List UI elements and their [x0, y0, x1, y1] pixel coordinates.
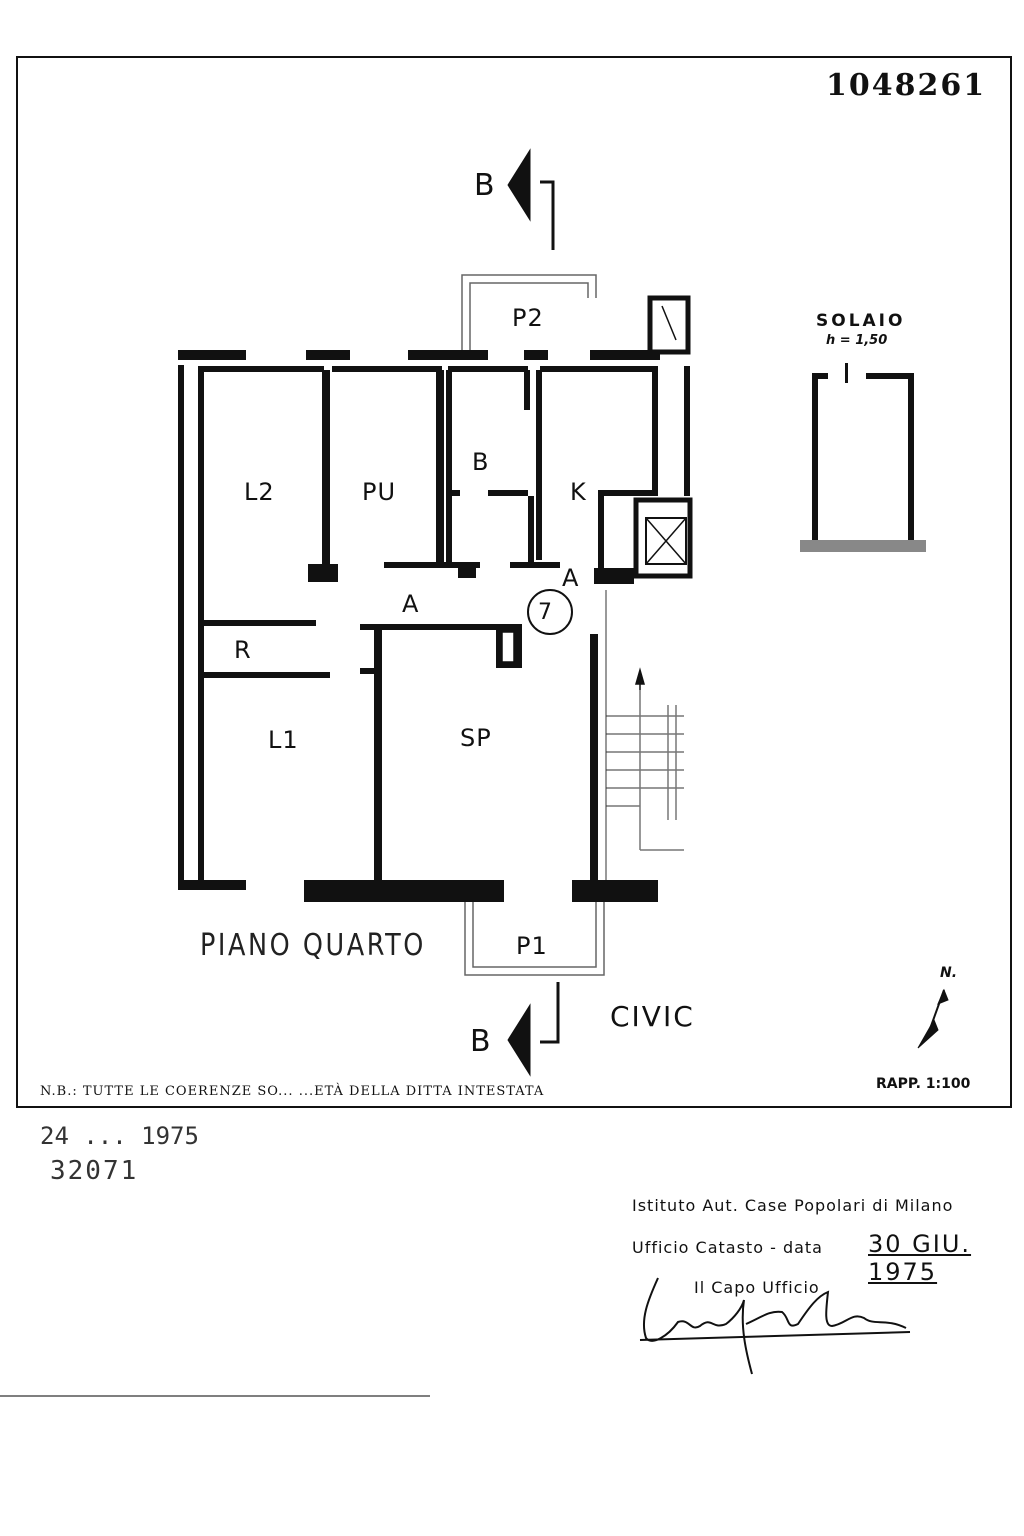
balcony-p1	[464, 900, 605, 976]
duct	[647, 295, 691, 355]
section-label-top: B	[474, 168, 495, 203]
solaio-title: SOLAIO	[816, 311, 906, 331]
staircase	[605, 590, 684, 880]
civic-label: CIVIC	[610, 1000, 695, 1033]
interior-walls	[198, 370, 658, 884]
room-label-a-entry: A	[562, 564, 580, 592]
cadastre-date: 30 GIU. 1975	[868, 1230, 972, 1286]
signature	[639, 1277, 911, 1375]
coherence-note: N.B.: TUTTE LE COERENZE SO... ...ETÀ DEL…	[40, 1084, 545, 1099]
room-label-k: K	[570, 478, 587, 506]
lift-shaft	[633, 497, 693, 579]
room-label-l1: L1	[268, 726, 299, 754]
north-arrow	[917, 988, 949, 1049]
solaio-section	[800, 363, 926, 552]
exterior-walls	[178, 350, 690, 902]
room-label-sp: SP	[460, 724, 492, 752]
room-label-pu: PU	[362, 478, 397, 506]
section-arrow-top	[507, 148, 555, 250]
office-head-label: Il Capo Ufficio	[694, 1278, 820, 1297]
scale-label: RAPP. 1:100	[876, 1076, 971, 1092]
section-label-bottom: B	[470, 1024, 491, 1059]
drawing-sheet-border	[16, 56, 1012, 1108]
section-arrow-bottom	[507, 982, 560, 1077]
solaio-height: h = 1,50	[826, 333, 888, 348]
room-label-p1: P1	[516, 932, 548, 960]
room-label-b: B	[472, 448, 490, 476]
room-label-l2: L2	[244, 478, 275, 506]
room-label-p2: P2	[512, 304, 544, 332]
room-label-r: R	[234, 636, 252, 664]
room-label-a-hall: A	[402, 590, 420, 618]
cadastre-office-label: Ufficio Catasto - data	[632, 1238, 823, 1257]
balcony-p2	[461, 274, 597, 352]
apartment-number-circle	[527, 589, 573, 635]
floor-label: PIANO QUARTO	[200, 928, 426, 963]
document-number: 1048261	[826, 68, 987, 103]
institute-name: Istituto Aut. Case Popolari di Milano	[632, 1196, 954, 1215]
date-stamp: 24 ... 1975	[40, 1122, 199, 1150]
north-label: N.	[940, 965, 958, 981]
registration-number: 32071	[50, 1156, 139, 1186]
apartment-number: 7	[538, 600, 552, 625]
